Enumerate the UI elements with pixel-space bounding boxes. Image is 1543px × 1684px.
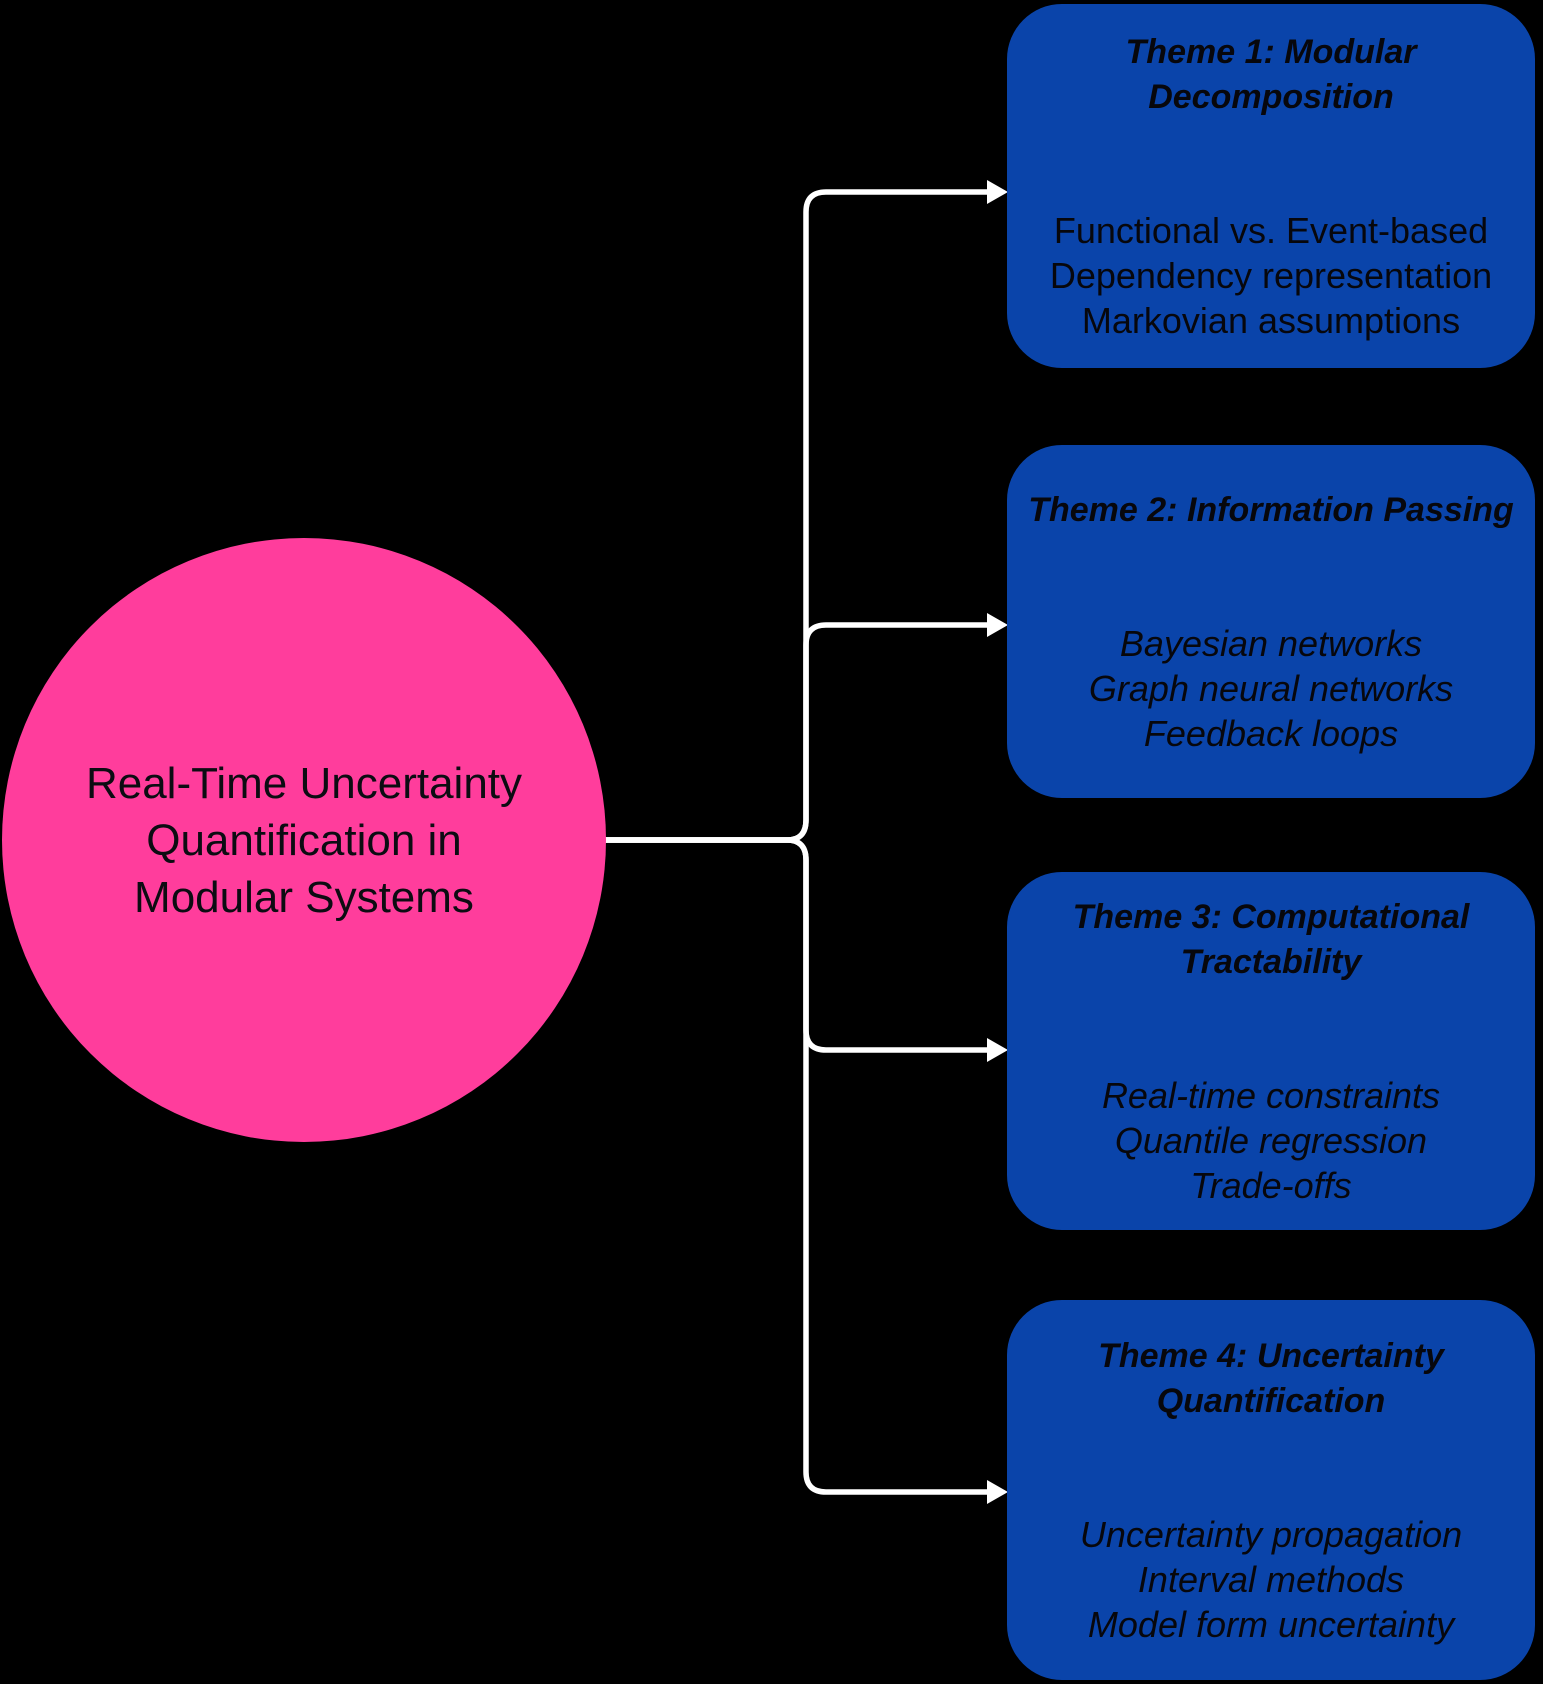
theme-3-title-line: Tractability <box>1180 942 1362 981</box>
theme-2-item: Feedback loops <box>1143 712 1399 754</box>
theme-3-item: Real-time constraints <box>1101 1074 1441 1116</box>
theme-1-title-line: Theme 1: Modular <box>1125 32 1417 71</box>
theme-2-item: Graph neural networks <box>1088 667 1454 709</box>
central-topic-line: Modular Systems <box>134 872 474 922</box>
theme-4-items: Uncertainty propagation Interval methods… <box>1080 1512 1462 1647</box>
theme-2-items: Bayesian networks Graph neural networks … <box>1089 621 1453 756</box>
connector-path-theme-2 <box>601 622 993 843</box>
arrowhead-icon-theme-3 <box>987 1038 1008 1062</box>
arrowhead-icon-theme-4 <box>987 1480 1008 1504</box>
theme-3-items: Real-time constraints Quantile regressio… <box>1102 1073 1440 1208</box>
theme-1-title-line: Decomposition <box>1148 77 1394 116</box>
theme-4-item: Uncertainty propagation <box>1079 1513 1463 1555</box>
connector-path-theme-3 <box>601 837 993 1053</box>
theme-node-1[interactable]: Theme 1: Modular Decomposition Functiona… <box>1007 4 1535 368</box>
arrowhead-icon-theme-1 <box>987 180 1008 204</box>
theme-3-item: Trade-offs <box>1190 1164 1352 1206</box>
theme-2-title: Theme 2: Information Passing <box>1028 488 1514 533</box>
connector-path-theme-4 <box>601 837 993 1495</box>
theme-node-2[interactable]: Theme 2: Information Passing Bayesian ne… <box>1007 445 1535 798</box>
central-topic-line: Quantification in <box>146 815 462 865</box>
theme-1-item: Functional vs. Event-based <box>1053 209 1489 251</box>
theme-1-title: Theme 1: Modular Decomposition <box>1126 30 1417 120</box>
theme-2-item: Bayesian networks <box>1119 622 1423 664</box>
arrowhead-icon-theme-2 <box>987 613 1008 637</box>
theme-4-title-line: Theme 4: Uncertainty <box>1098 1336 1444 1375</box>
theme-4-title-line: Quantification <box>1156 1381 1386 1420</box>
theme-3-item: Quantile regression <box>1114 1119 1428 1161</box>
theme-1-items: Functional vs. Event-based Dependency re… <box>1050 208 1492 343</box>
connector-path-theme-1 <box>601 189 993 843</box>
central-topic-line: Real-Time Uncertainty <box>85 758 523 808</box>
theme-1-item: Markovian assumptions <box>1081 299 1461 341</box>
theme-4-title: Theme 4: Uncertainty Quantification <box>1098 1334 1444 1424</box>
theme-4-item: Model form uncertainty <box>1087 1603 1455 1645</box>
central-topic-node[interactable]: Real-Time Uncertainty Quantification in … <box>2 538 606 1142</box>
theme-2-title-line: Theme 2: Information Passing <box>1028 490 1514 529</box>
theme-node-3[interactable]: Theme 3: Computational Tractability Real… <box>1007 872 1535 1230</box>
theme-3-title-line: Theme 3: Computational <box>1072 897 1470 936</box>
theme-4-item: Interval methods <box>1137 1558 1405 1600</box>
theme-node-4[interactable]: Theme 4: Uncertainty Quantification Unce… <box>1007 1300 1535 1680</box>
theme-1-item: Dependency representation <box>1049 254 1493 296</box>
theme-3-title: Theme 3: Computational Tractability <box>1073 895 1470 985</box>
